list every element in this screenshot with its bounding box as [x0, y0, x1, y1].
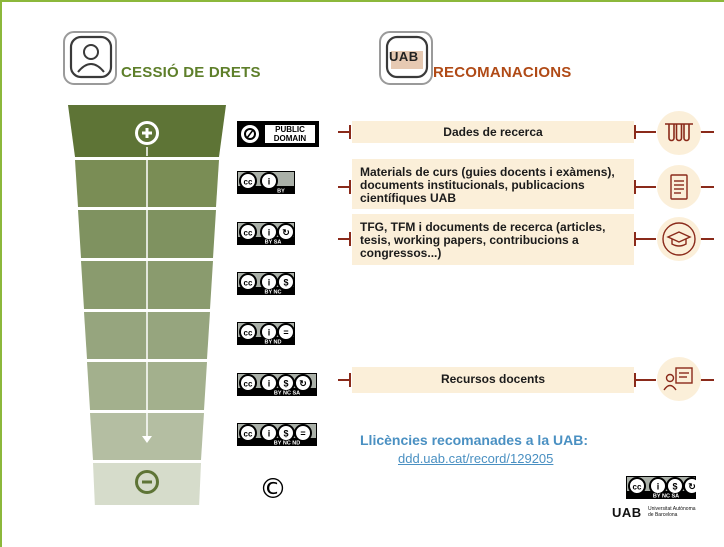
cessio-de-drets-heading: CESSIÓ DE DRETS [121, 64, 261, 81]
license-cc-by-nc: cc i $BY NC [237, 272, 295, 301]
svg-text:$: $ [283, 379, 288, 389]
public-domain-label: PUBLIC DOMAIN [265, 125, 315, 143]
svg-text:BY NC SA: BY NC SA [274, 391, 300, 397]
footer-uab-logo: UAB [612, 505, 642, 520]
recommended-licenses-link[interactable]: ddd.uab.cat/record/129205 [398, 451, 554, 466]
svg-text:i: i [268, 278, 271, 288]
cc-by-nc-nd-badge-icon: cc i $ = BY NC ND [237, 423, 317, 447]
recommendation-bar-1 [352, 121, 634, 143]
uab-logo [379, 31, 433, 85]
svg-text:BY ND: BY ND [264, 340, 281, 346]
svg-text:cc: cc [244, 178, 253, 187]
svg-text:cc: cc [244, 329, 253, 338]
recommendation-bar-4 [352, 367, 634, 393]
svg-text:BY SA: BY SA [265, 240, 282, 246]
svg-text:=: = [300, 429, 305, 439]
recommendation-bar-3 [352, 214, 634, 265]
svg-text:BY NC: BY NC [264, 290, 281, 296]
cc-by-nc-sa-badge-icon: cc i $ ↻ BY NC SA [237, 373, 317, 397]
recomanacions-heading: RECOMANACIONS [433, 64, 572, 81]
document-icon [657, 165, 701, 209]
svg-text:$: $ [672, 482, 677, 492]
uab-logo-text: UAB [389, 49, 419, 64]
rights-funnel [68, 105, 226, 505]
license-cc-by-nc-sa: cc i $ ↻ BY NC SA [237, 373, 317, 402]
cc-by-nd-badge-icon: cc i =BY ND [237, 322, 295, 346]
svg-text:i: i [268, 429, 271, 439]
recommendation-text-3: TFG, TFM i documents de recerca (article… [360, 220, 606, 260]
footer-license-cc-by-nc-sa: cc i $ ↻ BY NC SA [626, 476, 701, 505]
user-profile-icon [63, 31, 117, 85]
svg-text:i: i [268, 379, 271, 389]
public-domain-icon [241, 125, 259, 143]
svg-text:BY NC SA: BY NC SA [653, 494, 679, 500]
svg-text:↻: ↻ [688, 482, 696, 492]
svg-text:BY: BY [277, 189, 285, 195]
cc-by-sa-badge-icon: cc i ↻BY SA [237, 222, 295, 246]
recommendation-text-2: Materials de curs (guies docents i exàme… [360, 165, 615, 205]
svg-text:i: i [268, 328, 271, 338]
svg-text:cc: cc [244, 279, 253, 288]
svg-text:cc: cc [244, 229, 253, 238]
svg-text:BY NC ND: BY NC ND [274, 441, 301, 447]
cc-by-nc-sa-footer-badge-icon: cc i $ ↻ BY NC SA [626, 476, 701, 500]
copyright-symbol: © [259, 472, 287, 505]
svg-text:$: $ [283, 429, 288, 439]
svg-text:cc: cc [244, 380, 253, 389]
test-tubes-icon [657, 111, 701, 155]
cc-by-badge-icon: cc iBY [237, 171, 295, 195]
recommendation-bar-2 [352, 159, 634, 209]
recommendation-text-1: Dades de recerca [443, 125, 543, 139]
license-cc-by-nc-nd: cc i $ = BY NC ND [237, 423, 317, 452]
license-cc-by-sa: cc i ↻BY SA [237, 222, 295, 251]
svg-text:cc: cc [244, 430, 253, 439]
svg-text:cc: cc [633, 483, 642, 492]
svg-text:i: i [657, 482, 660, 492]
graduation-cap-icon [657, 217, 701, 261]
recommendation-text-4: Recursos docents [440, 372, 546, 386]
recommended-licenses-title: Llicències recomanades a la UAB: [360, 432, 588, 448]
svg-text:↻: ↻ [299, 379, 307, 389]
svg-text:i: i [268, 177, 271, 187]
teacher-board-icon [657, 357, 701, 401]
svg-text:i: i [268, 228, 271, 238]
svg-text:↻: ↻ [282, 228, 290, 238]
svg-text:=: = [283, 328, 288, 338]
license-cc-by-nd: cc i =BY ND [237, 322, 295, 351]
license-public-domain: PUBLIC DOMAIN [237, 121, 319, 147]
svg-text:$: $ [283, 278, 288, 288]
cc-by-nc-badge-icon: cc i $BY NC [237, 272, 295, 296]
